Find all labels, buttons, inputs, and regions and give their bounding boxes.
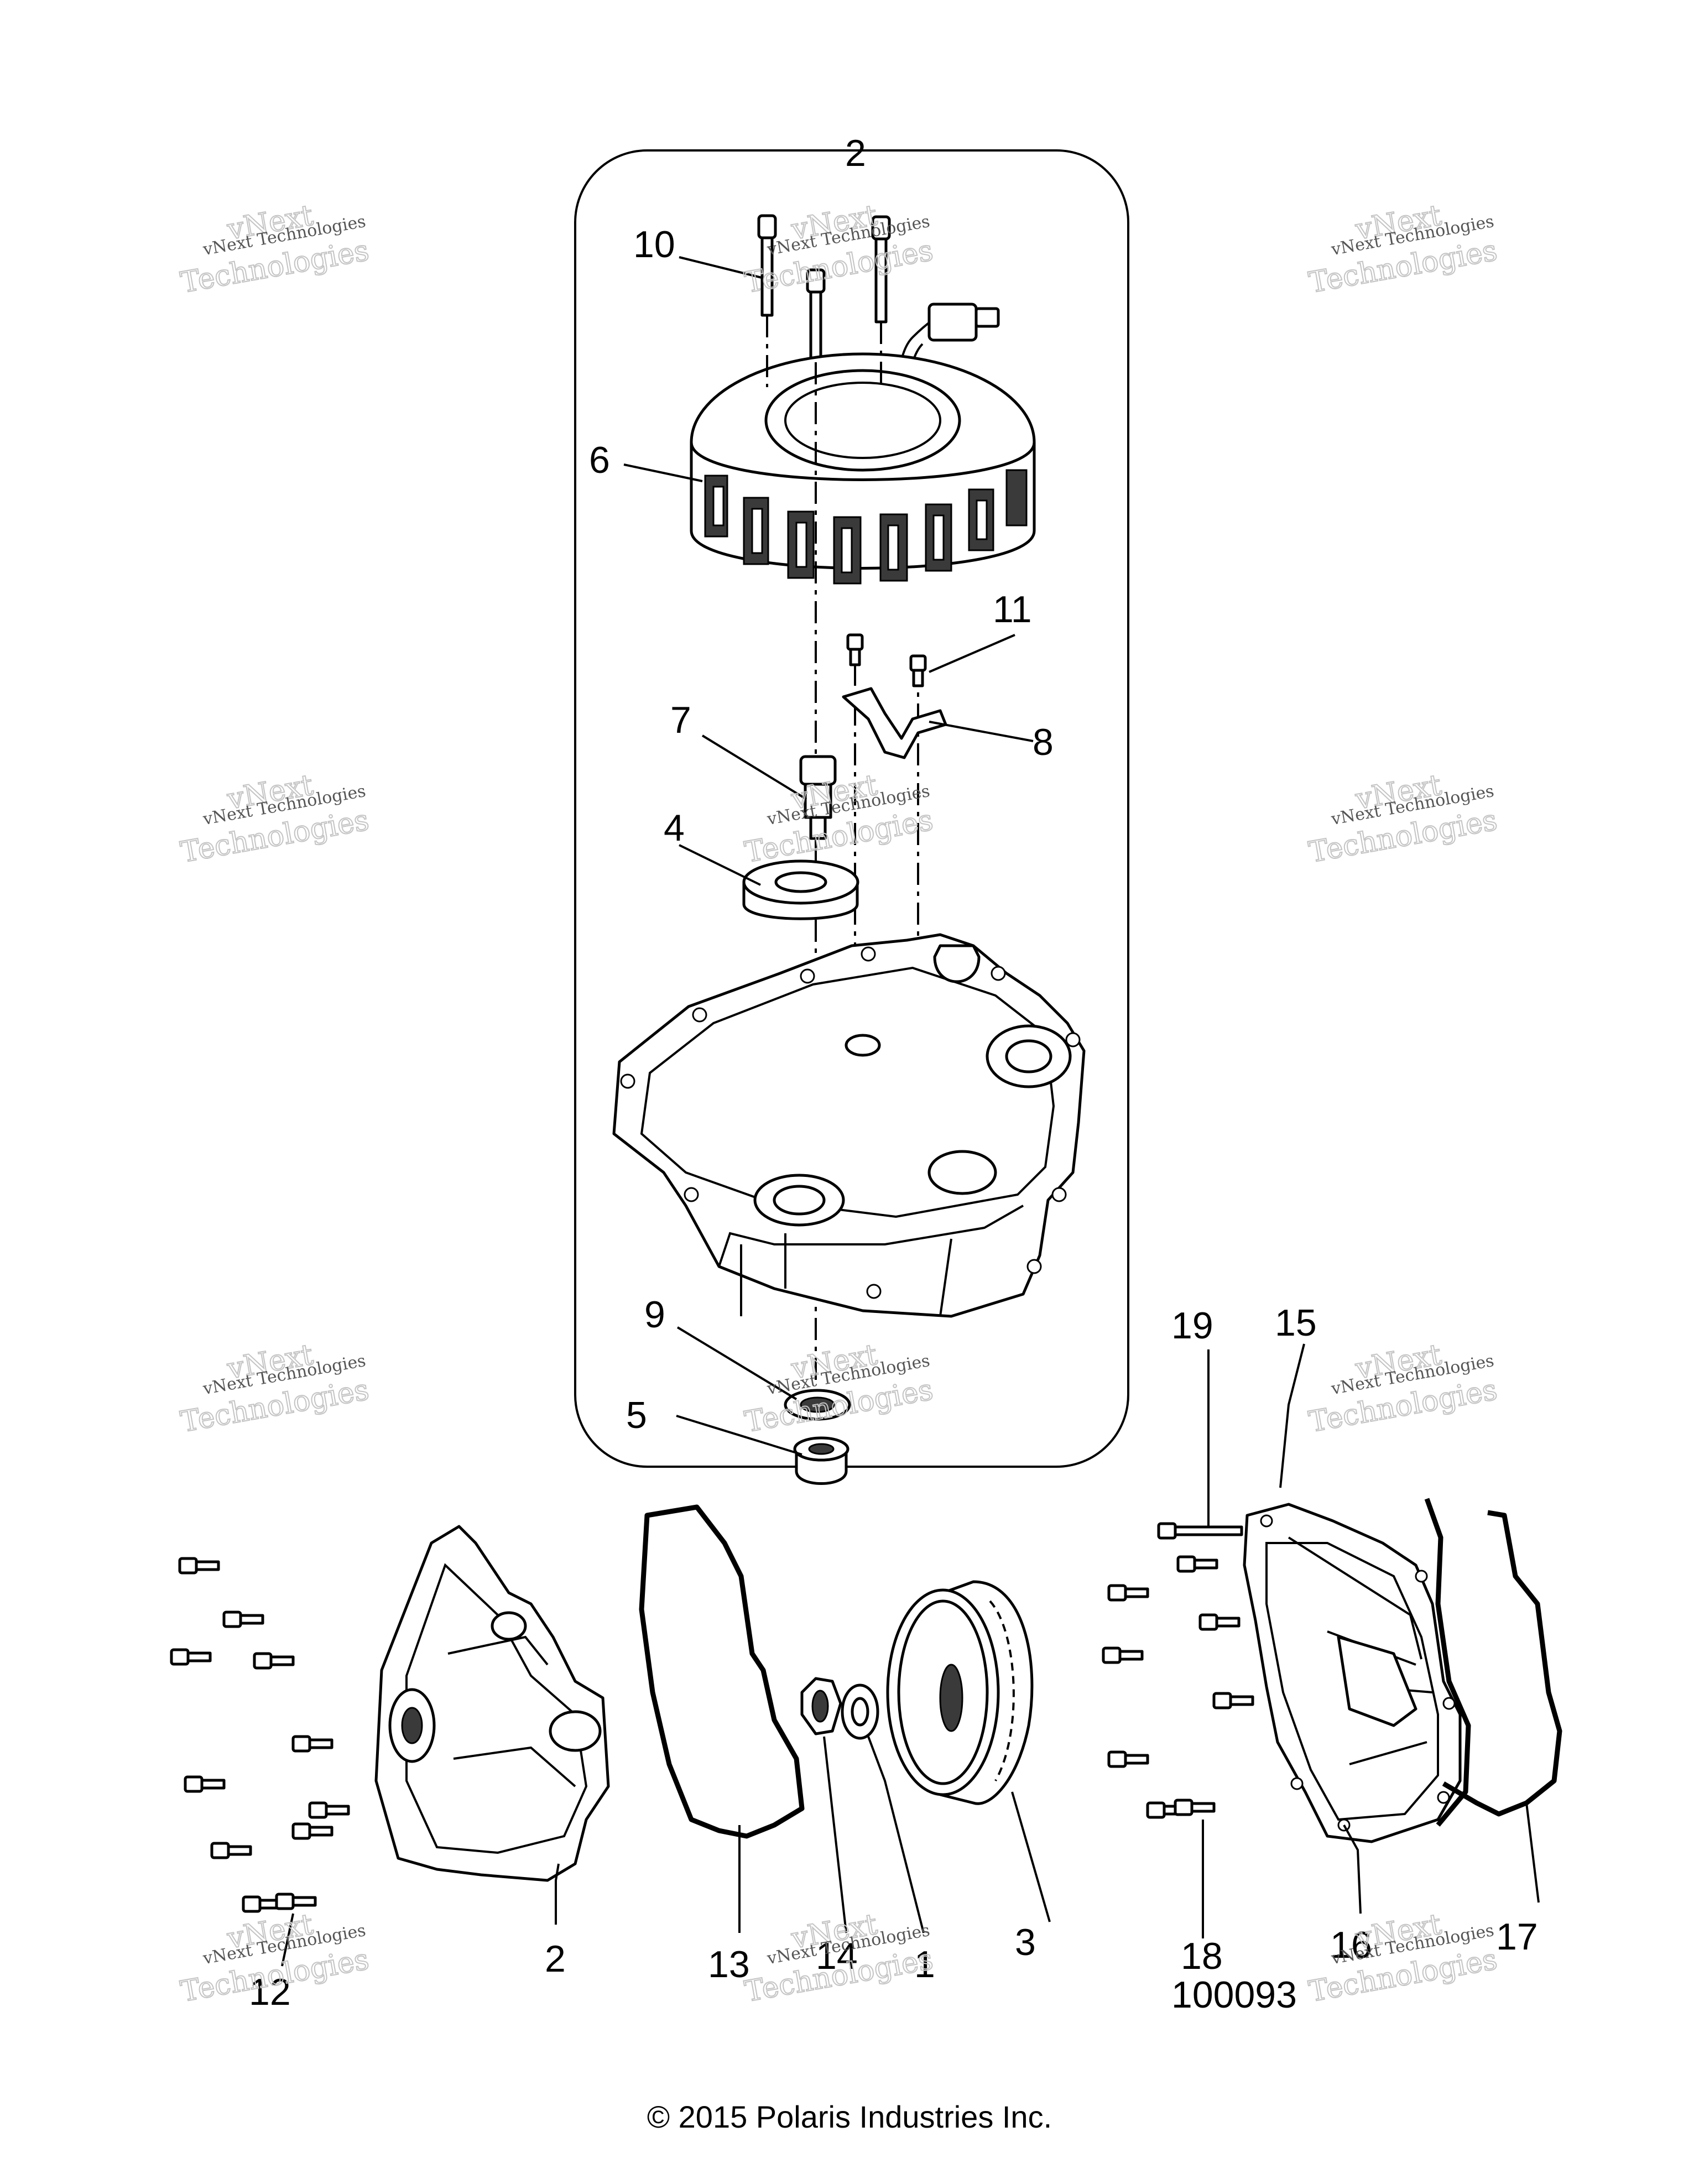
callout-2-bottom: 2 bbox=[545, 1938, 566, 1980]
flywheel-nut bbox=[800, 1677, 842, 1735]
callout-1: 1 bbox=[914, 1943, 935, 1985]
leader-lines bbox=[281, 256, 1540, 1967]
callout-15: 15 bbox=[1275, 1302, 1317, 1344]
copyright-notice: © 2015 Polaris Industries Inc. bbox=[647, 2099, 1052, 2134]
stator bbox=[690, 352, 1036, 585]
clutch-cover bbox=[1243, 1503, 1462, 1843]
drain-plug bbox=[793, 1436, 850, 1485]
assembly-group-box bbox=[574, 149, 1129, 1468]
stator-bolt-left bbox=[757, 214, 777, 317]
clutch-cover-gasket bbox=[1424, 1498, 1471, 1827]
crankcase-housing bbox=[612, 933, 1086, 1318]
bracket-screw-right bbox=[909, 654, 927, 687]
gearcase-cover bbox=[374, 1525, 610, 1882]
stator-bolt-middle bbox=[806, 268, 826, 363]
oil-seal bbox=[784, 1389, 851, 1421]
callout-9: 9 bbox=[644, 1294, 665, 1336]
bracket-screw-left bbox=[846, 633, 864, 666]
watermark-mid-left: vNext vNext Technologies Technologies bbox=[178, 768, 372, 870]
cover-bolts bbox=[170, 1557, 350, 1913]
watermark-bottom-left: vNext vNext Technologies Technologies bbox=[178, 1907, 372, 2009]
callout-5: 5 bbox=[626, 1394, 647, 1436]
bearing bbox=[742, 859, 859, 920]
watermark-bottom-right: vNext vNext Technologies Technologies bbox=[1306, 1907, 1500, 2009]
callout-8: 8 bbox=[1033, 721, 1054, 763]
callout-11: 11 bbox=[993, 588, 1032, 630]
callout-13: 13 bbox=[708, 1943, 750, 1985]
clutch-cover-long-bolt bbox=[1157, 1522, 1243, 1540]
callout-6: 6 bbox=[589, 439, 610, 481]
stator-wire-connector bbox=[896, 303, 1000, 437]
speed-sensor bbox=[799, 755, 837, 840]
cover-gasket bbox=[639, 1504, 805, 1839]
watermark-mid-center: vNext vNext Technologies Technologies bbox=[742, 768, 936, 870]
clutch-cover-bolts bbox=[1102, 1555, 1254, 1819]
callout-19: 19 bbox=[1171, 1305, 1213, 1347]
watermark-low-left: vNext vNext Technologies Technologies bbox=[178, 1338, 372, 1440]
flywheel bbox=[886, 1580, 1034, 1805]
callout-17: 17 bbox=[1496, 1916, 1538, 1958]
watermark-mid-right: vNext vNext Technologies Technologies bbox=[1306, 768, 1500, 870]
flywheel-washer bbox=[841, 1683, 879, 1740]
outer-cover-gasket bbox=[1442, 1510, 1562, 1817]
callout-2-top: 2 bbox=[845, 132, 866, 174]
callout-numbers: 2 10 6 11 8 7 4 9 5 19 15 12 2 13 14 1 3… bbox=[249, 132, 1538, 2016]
callout-3: 3 bbox=[1015, 1921, 1036, 1963]
watermark-low-center: vNext vNext Technologies Technologies bbox=[742, 1338, 936, 1440]
watermark-low-right: vNext vNext Technologies Technologies bbox=[1306, 1338, 1500, 1440]
watermark-bottom-center: vNext vNext Technologies Technologies bbox=[742, 1907, 936, 2009]
callout-16: 16 bbox=[1330, 1924, 1372, 1966]
callout-12: 12 bbox=[249, 1971, 291, 2013]
watermark-top-left: vNext vNext Technologies Technologies bbox=[178, 199, 372, 300]
watermark-top-right: vNext vNext Technologies Technologies bbox=[1306, 199, 1500, 300]
callout-4: 4 bbox=[664, 807, 685, 849]
figure-number: 100093 bbox=[1171, 1974, 1297, 2016]
wire-bracket bbox=[842, 687, 947, 759]
callout-10: 10 bbox=[633, 223, 675, 265]
callout-7: 7 bbox=[670, 699, 691, 741]
callout-14: 14 bbox=[816, 1935, 858, 1977]
callout-18: 18 bbox=[1181, 1935, 1223, 1977]
